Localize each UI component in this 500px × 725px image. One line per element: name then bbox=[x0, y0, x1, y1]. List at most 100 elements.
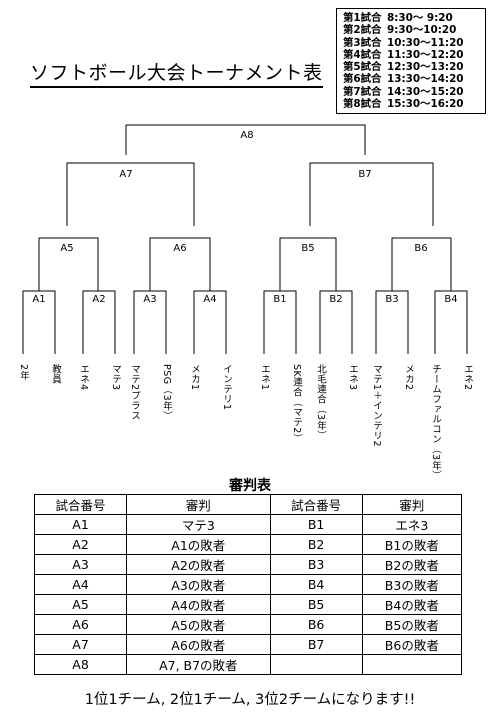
table-cell: A4 bbox=[33, 574, 128, 595]
referee-table-title: 審判表 bbox=[229, 478, 271, 494]
game-label: 第4試合 bbox=[343, 48, 382, 61]
table-cell: B2 bbox=[269, 534, 363, 555]
table-cell bbox=[361, 654, 463, 675]
table-cell: B6の敗者 bbox=[361, 634, 463, 655]
table-cell: B5の敗者 bbox=[361, 614, 463, 635]
game-time: 15:30～16:20 bbox=[387, 98, 464, 111]
game-label: 第6試合 bbox=[343, 73, 382, 86]
game-time: 13:30～14:20 bbox=[387, 73, 464, 86]
game-label: 第1試合 bbox=[343, 12, 382, 24]
game-label: 第2試合 bbox=[343, 24, 382, 37]
column-header: 試合番号 bbox=[269, 494, 363, 515]
table-cell: B6 bbox=[269, 614, 363, 635]
table-cell: A4の敗者 bbox=[126, 594, 271, 615]
table-cell: A7 bbox=[33, 634, 128, 655]
quarter-connector bbox=[149, 237, 211, 291]
table-cell: A2 bbox=[33, 534, 128, 555]
table-cell: A5 bbox=[33, 594, 128, 615]
game-time: 14:30～15:20 bbox=[387, 85, 464, 98]
game-time: 8:30～ 9:20 bbox=[387, 12, 453, 24]
team-name: マテ2プラス bbox=[129, 364, 140, 421]
schedule-row: 第6試合 13:30～14:20 bbox=[343, 73, 479, 85]
schedule-row: 第2試合 9:30～10:20 bbox=[343, 24, 479, 36]
team-name: メカ1 bbox=[189, 364, 200, 391]
game-label: 第3試合 bbox=[343, 36, 382, 49]
match-label-first: A1 bbox=[30, 294, 48, 305]
table-cell: A6の敗者 bbox=[126, 634, 271, 655]
team-name: 北毛連合（3年） bbox=[315, 364, 326, 441]
match-label-first: A3 bbox=[141, 294, 159, 305]
table-cell: B4の敗者 bbox=[361, 594, 463, 615]
table-cell: マテ3 bbox=[126, 514, 271, 535]
team-name: マテ3 bbox=[110, 364, 121, 391]
match-label-quarter: A6 bbox=[171, 243, 189, 254]
table-cell: B1の敗者 bbox=[361, 534, 463, 555]
first-connector bbox=[434, 290, 468, 354]
team-name: エネ4 bbox=[78, 364, 89, 391]
first-connector bbox=[193, 290, 227, 354]
column-header: 審判 bbox=[126, 494, 271, 515]
team-name: SK連合（マテ2） bbox=[291, 364, 302, 444]
footer-note: 1位1チーム, 2位1チーム, 3位2チームになります!! bbox=[84, 692, 416, 708]
match-label-quarter: A5 bbox=[58, 243, 76, 254]
quarter-connector bbox=[391, 237, 452, 291]
quarter-connector bbox=[38, 237, 99, 291]
table-row: A8 A7, B7の敗者 bbox=[33, 654, 463, 675]
final-connector bbox=[125, 124, 366, 155]
first-connector bbox=[22, 290, 56, 354]
table-cell: エネ3 bbox=[361, 514, 463, 535]
table-cell: A7, B7の敗者 bbox=[126, 654, 271, 675]
table-header-row: 試合番号 審判 試合番号 審判 bbox=[33, 494, 463, 515]
team-name: 教員 bbox=[50, 364, 61, 384]
column-header: 審判 bbox=[361, 494, 463, 515]
game-time: 9:30～10:20 bbox=[387, 24, 457, 37]
column-header: 試合番号 bbox=[33, 494, 128, 515]
table-row: A1 マテ3 B1 エネ3 bbox=[33, 514, 463, 535]
match-label-first: B1 bbox=[271, 294, 289, 305]
match-label-first: B3 bbox=[383, 294, 401, 305]
match-label-quarter: B6 bbox=[412, 243, 430, 254]
match-label-first: B2 bbox=[327, 294, 345, 305]
first-connector bbox=[82, 290, 116, 354]
table-cell: A3の敗者 bbox=[126, 574, 271, 595]
match-label-final: A8 bbox=[238, 130, 256, 141]
table-cell: B3の敗者 bbox=[361, 574, 463, 595]
table-cell: A5の敗者 bbox=[126, 614, 271, 635]
schedule-row: 第1試合 8:30～ 9:20 bbox=[343, 12, 479, 24]
semi-connector-right bbox=[309, 162, 434, 226]
team-name: エネ2 bbox=[462, 364, 473, 391]
table-cell: A6 bbox=[33, 614, 128, 635]
table-cell: B5 bbox=[269, 594, 363, 615]
table-cell: A2の敗者 bbox=[126, 554, 271, 575]
table-cell: A1の敗者 bbox=[126, 534, 271, 555]
table-row: A7 A6の敗者 B7 B6の敗者 bbox=[33, 634, 463, 655]
bracket-lines bbox=[22, 124, 468, 354]
team-name: チームファルコン（3年） bbox=[430, 364, 441, 481]
match-label-first: A4 bbox=[201, 294, 219, 305]
table-row: A4 A3の敗者 B4 B3の敗者 bbox=[33, 574, 463, 595]
referee-table: 試合番号 審判 試合番号 審判 A1 マテ3 B1 エネ3 A2 A1の敗者 B… bbox=[33, 494, 463, 675]
team-name: 2年 bbox=[18, 364, 29, 381]
first-connector bbox=[319, 290, 353, 354]
table-row: A5 A4の敗者 B5 B4の敗者 bbox=[33, 594, 463, 615]
schedule-row: 第7試合 14:30～15:20 bbox=[343, 86, 479, 98]
table-cell: B3 bbox=[269, 554, 363, 575]
first-connector bbox=[375, 290, 409, 354]
table-row: A2 A1の敗者 B2 B1の敗者 bbox=[33, 534, 463, 555]
match-label-first: A2 bbox=[90, 294, 108, 305]
schedule-row: 第4試合 11:30～12:20 bbox=[343, 49, 479, 61]
team-name: メカ2 bbox=[403, 364, 414, 391]
match-label-semi: B7 bbox=[356, 169, 374, 180]
team-name: エネ3 bbox=[347, 364, 358, 391]
team-name: マテ1＋インテリ2 bbox=[371, 364, 382, 448]
game-time: 11:30～12:20 bbox=[387, 48, 464, 61]
game-label: 第7試合 bbox=[343, 85, 382, 98]
table-cell bbox=[269, 654, 363, 675]
team-name: インテリ1 bbox=[221, 364, 232, 411]
match-label-quarter: B5 bbox=[299, 243, 317, 254]
match-label-semi: A7 bbox=[117, 169, 135, 180]
